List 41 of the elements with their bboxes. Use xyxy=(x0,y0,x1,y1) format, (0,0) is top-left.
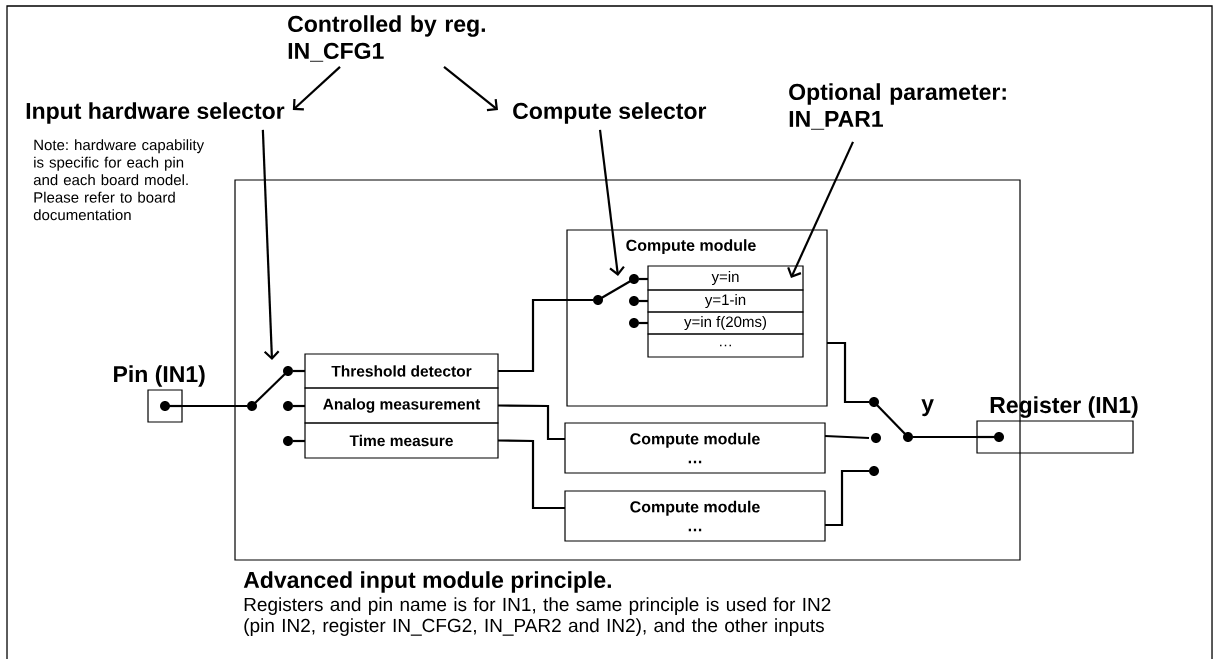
function-box: Time measure xyxy=(304,422,499,459)
annotation-text: Optional parameter: IN_PAR1 xyxy=(789,83,1006,130)
wire xyxy=(827,341,869,404)
switch-symbol xyxy=(247,366,293,446)
function-box: Analog measurement xyxy=(304,387,499,424)
wire xyxy=(293,404,305,408)
table-row: y=in f(20ms) xyxy=(647,311,804,335)
leader-arrow xyxy=(598,129,625,276)
signal-label: y xyxy=(921,399,934,417)
annotation-text: Compute selector xyxy=(513,102,707,124)
wire xyxy=(498,298,593,373)
leader-arrow xyxy=(292,66,341,111)
switch-symbol xyxy=(593,274,639,328)
wire xyxy=(639,299,648,303)
table-row: y=in xyxy=(647,265,804,291)
pin-box: Pin (IN1) xyxy=(114,365,205,423)
wire xyxy=(825,469,869,527)
function-box: Threshold detector xyxy=(304,353,499,389)
wire xyxy=(639,321,648,325)
node-label: Pin (IN1) xyxy=(114,365,205,387)
wire xyxy=(182,404,247,408)
wire xyxy=(639,277,648,281)
wire xyxy=(498,439,565,510)
wire xyxy=(824,434,870,440)
wire xyxy=(913,435,977,439)
leader-arrow xyxy=(787,141,854,278)
leader-arrow xyxy=(443,66,498,112)
module-box: Compute module … xyxy=(564,490,826,542)
note-text: Note: hardware capability is specific for each pin and each board model. Please refer to board documentation xyxy=(33,139,205,221)
table-row: y=1-in xyxy=(647,289,804,313)
wire xyxy=(498,404,565,441)
annotation-text: Input hardware selector xyxy=(26,102,285,124)
switch-symbol xyxy=(869,397,913,476)
caption-text: Registers and pin name is for IN1, the same principle is used for IN2 (pin IN2, register IN_CFG2, IN_PAR2 and IN2), and the other inputs xyxy=(244,597,831,636)
module-box: Compute module … xyxy=(564,422,826,474)
wire xyxy=(293,369,305,373)
caption-heading: Advanced input module principle. xyxy=(243,571,611,593)
table-row: … xyxy=(647,333,804,358)
wire xyxy=(293,439,305,443)
annotation-text: Controlled by reg. IN_CFG1 xyxy=(288,15,485,62)
leader-arrow xyxy=(261,129,280,360)
